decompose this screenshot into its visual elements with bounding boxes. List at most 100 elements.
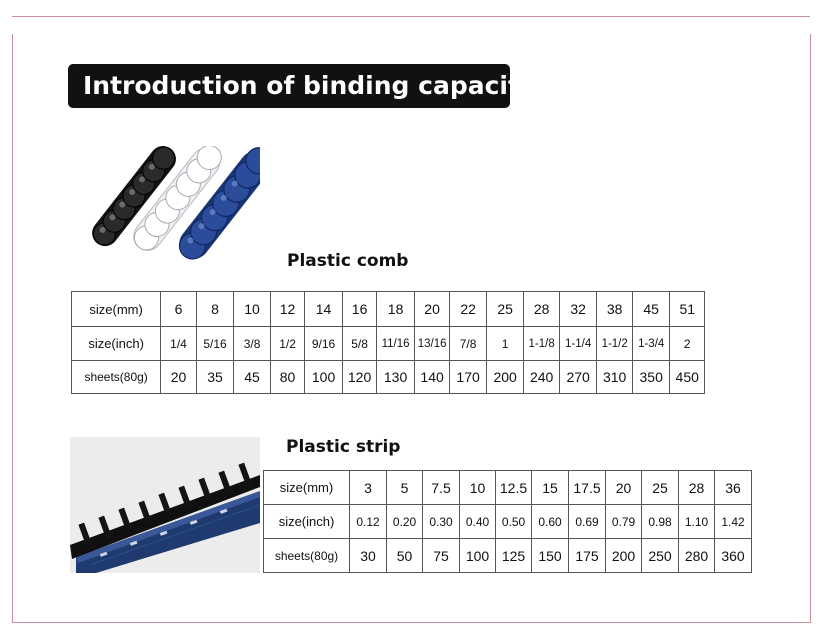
table-cell: 0.98	[641, 504, 679, 539]
table-cell: 1-1/8	[523, 326, 560, 361]
table-cell: 0.60	[531, 504, 569, 539]
table-cell: 28	[523, 291, 560, 327]
table-cell: 360	[714, 538, 752, 573]
table-cell: 350	[631, 360, 671, 394]
table-cell: 20	[160, 360, 197, 394]
table-cell: 1.10	[678, 504, 715, 539]
plastic-strip-table: size(mm) 3 5 7.5 10 12.5 15 17.5 20 25 2…	[263, 470, 752, 573]
table-cell: 150	[531, 538, 569, 573]
table-cell: 240	[523, 360, 560, 394]
table-cell: 450	[669, 360, 705, 394]
frame-top-line	[12, 16, 810, 17]
table-cell: 45	[233, 360, 271, 394]
table-cell: 0.30	[422, 504, 460, 539]
frame-bottom-line	[12, 622, 811, 623]
table-cell: 175	[568, 538, 606, 573]
table-cell: 80	[269, 360, 306, 394]
frame-right-line	[810, 34, 811, 622]
table-cell: 280	[678, 538, 715, 573]
table-cell: 140	[413, 360, 451, 394]
table-cell: 32	[558, 291, 598, 327]
table-cell: 3	[349, 470, 387, 505]
table-cell: 1-1/2	[596, 326, 633, 361]
plastic-comb-title: Plastic comb	[287, 251, 409, 271]
frame-left-line	[12, 34, 13, 622]
table-cell: 1/2	[269, 326, 306, 361]
table-cell: 100	[304, 360, 343, 394]
row-label: size(mm)	[70, 291, 162, 327]
table-cell: 14	[304, 291, 343, 327]
table-cell: 12	[269, 291, 306, 327]
table-cell: 8	[195, 291, 235, 327]
comb-row-sheets: sheets(80g) 20 35 45 80 100 120 130 140 …	[70, 360, 705, 394]
strip-row-sheets: sheets(80g) 30 50 75 100 125 150 175 200…	[263, 538, 752, 573]
row-label: sheets(80g)	[263, 538, 350, 573]
table-cell: 0.69	[568, 504, 606, 539]
table-cell: 5	[386, 470, 423, 505]
table-cell: 1/4	[160, 326, 197, 361]
row-label: sheets(80g)	[70, 360, 162, 394]
table-cell: 170	[449, 360, 487, 394]
table-cell: 0.40	[459, 504, 496, 539]
table-cell: 7/8	[449, 326, 487, 361]
table-cell: 45	[631, 291, 671, 327]
plastic-strip-photo	[70, 437, 260, 573]
comb-row-size-mm: size(mm) 6 8 10 12 14 16 18 20 22 25 28 …	[70, 291, 705, 327]
table-cell: 0.50	[495, 504, 532, 539]
table-cell: 25	[641, 470, 679, 505]
table-cell: 6	[160, 291, 197, 327]
table-cell: 20	[413, 291, 451, 327]
table-cell: 10	[459, 470, 496, 505]
table-cell: 75	[422, 538, 460, 573]
table-cell: 130	[376, 360, 415, 394]
table-cell: 25	[485, 291, 525, 327]
table-cell: 2	[669, 326, 705, 361]
table-cell: 1	[485, 326, 525, 361]
table-cell: 1-3/4	[631, 326, 671, 361]
table-cell: 100	[459, 538, 496, 573]
table-cell: 20	[605, 470, 642, 505]
table-cell: 200	[485, 360, 525, 394]
table-cell: 5/8	[341, 326, 378, 361]
table-cell: 9/16	[304, 326, 343, 361]
table-cell: 28	[678, 470, 715, 505]
table-cell: 51	[669, 291, 705, 327]
plastic-comb-icon	[92, 146, 260, 260]
row-label: size(inch)	[263, 504, 350, 539]
table-cell: 3/8	[233, 326, 271, 361]
table-cell: 22	[449, 291, 487, 327]
table-cell: 18	[376, 291, 415, 327]
row-label: size(inch)	[70, 326, 162, 361]
table-cell: 11/16	[376, 326, 415, 361]
table-cell: 7.5	[422, 470, 460, 505]
table-cell: 1-1/4	[558, 326, 598, 361]
plastic-strip-icon	[70, 437, 260, 573]
row-label: size(mm)	[263, 470, 350, 505]
table-cell: 0.12	[349, 504, 387, 539]
table-cell: 35	[195, 360, 235, 394]
table-cell: 16	[341, 291, 378, 327]
plastic-comb-photo	[72, 146, 260, 268]
plastic-strip-title: Plastic strip	[286, 437, 401, 457]
plastic-comb-table: size(mm) 6 8 10 12 14 16 18 20 22 25 28 …	[70, 291, 705, 394]
comb-row-size-inch: size(inch) 1/4 5/16 3/8 1/2 9/16 5/8 11/…	[70, 326, 705, 361]
strip-row-size-inch: size(inch) 0.12 0.20 0.30 0.40 0.50 0.60…	[263, 504, 752, 539]
table-cell: 5/16	[195, 326, 235, 361]
table-cell: 125	[495, 538, 532, 573]
table-cell: 13/16	[413, 326, 451, 361]
table-cell: 15	[531, 470, 569, 505]
table-cell: 12.5	[495, 470, 532, 505]
table-cell: 270	[558, 360, 598, 394]
table-cell: 50	[386, 538, 423, 573]
table-cell: 0.20	[386, 504, 423, 539]
table-cell: 36	[714, 470, 752, 505]
table-cell: 38	[596, 291, 633, 327]
table-cell: 200	[605, 538, 642, 573]
strip-row-size-mm: size(mm) 3 5 7.5 10 12.5 15 17.5 20 25 2…	[263, 470, 752, 505]
page-title: Introduction of binding capacity	[68, 64, 536, 108]
table-cell: 310	[596, 360, 633, 394]
table-cell: 30	[349, 538, 387, 573]
table-cell: 250	[641, 538, 679, 573]
table-cell: 0.79	[605, 504, 642, 539]
table-cell: 17.5	[568, 470, 606, 505]
